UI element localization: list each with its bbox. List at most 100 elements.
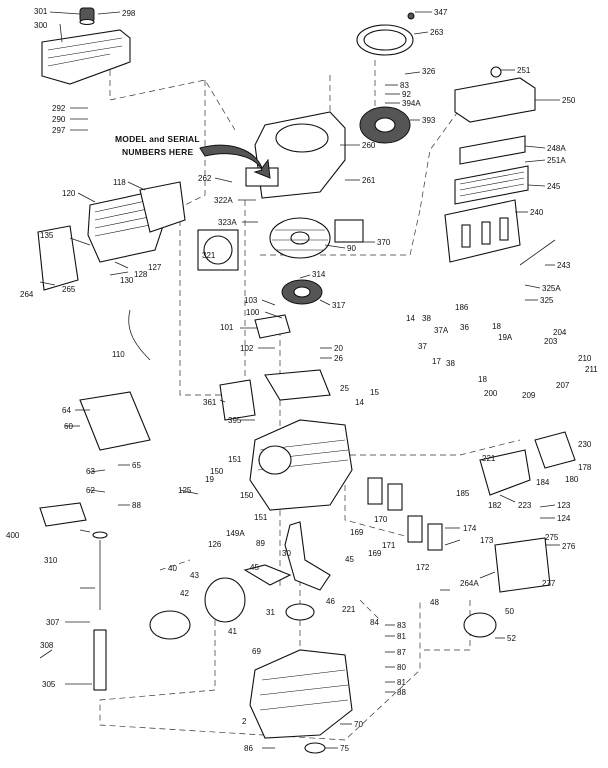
- part-label-277: 277: [542, 579, 556, 588]
- part-label-19: 19: [205, 475, 214, 484]
- part-label-14a: 14: [406, 314, 415, 323]
- part-label-151a: 151: [228, 455, 242, 464]
- base-rib-1: [461, 224, 471, 248]
- part-label-323a: 323A: [218, 218, 237, 227]
- part-label-184: 184: [536, 478, 550, 487]
- part-label-203: 203: [544, 337, 558, 346]
- part-label-45b: 45: [250, 563, 259, 572]
- part-label-83b: 83: [397, 621, 406, 630]
- part-label-207: 207: [556, 381, 570, 390]
- part-label-18b: 18: [478, 375, 487, 384]
- part-label-110: 110: [112, 350, 125, 359]
- gasket-172: [427, 523, 443, 551]
- bracket-135: [37, 225, 79, 291]
- part-label-301: 301: [34, 7, 48, 16]
- part-label-210: 210: [578, 354, 592, 363]
- part-label-127: 127: [148, 263, 162, 272]
- dipstick-cap: [92, 531, 108, 539]
- part-label-178: 178: [578, 463, 592, 472]
- part-label-209: 209: [522, 391, 536, 400]
- part-label-230: 230: [578, 440, 592, 449]
- part-label-150a: 150: [210, 467, 224, 476]
- pre-filter-248a: [459, 135, 526, 165]
- part-label-92: 92: [402, 90, 411, 99]
- part-label-149a: 149A: [226, 529, 245, 538]
- part-label-172: 172: [416, 563, 430, 572]
- part-label-100: 100: [246, 308, 260, 317]
- part-label-20: 20: [334, 344, 343, 353]
- governor-gear-50: [463, 612, 497, 638]
- screen-hub: [374, 117, 396, 133]
- part-label-151b: 151: [254, 513, 268, 522]
- part-label-135: 135: [40, 231, 54, 240]
- part-label-130: 130: [120, 276, 134, 285]
- part-label-297: 297: [52, 126, 66, 135]
- callout-line-1: MODEL and SERIAL: [115, 134, 200, 144]
- fill-tube-305: [93, 629, 107, 691]
- part-label-182: 182: [488, 501, 502, 510]
- part-label-245: 245: [547, 182, 561, 191]
- part-label-150b: 150: [240, 491, 254, 500]
- part-label-83a: 83: [400, 81, 409, 90]
- part-label-125: 125: [178, 486, 192, 495]
- part-label-300: 300: [34, 21, 48, 30]
- part-label-62: 62: [86, 486, 95, 495]
- cylinder-head-120: [87, 181, 186, 263]
- part-label-276: 276: [562, 542, 576, 551]
- part-label-48: 48: [430, 598, 439, 607]
- part-label-126: 126: [208, 540, 222, 549]
- gasket-170: [387, 483, 403, 511]
- piston-rings-41: [149, 610, 191, 640]
- part-label-321: 321: [202, 251, 216, 260]
- part-label-169a: 169: [350, 528, 364, 537]
- part-label-101: 101: [220, 323, 234, 332]
- part-label-223: 223: [518, 501, 532, 510]
- part-label-17: 17: [432, 357, 441, 366]
- part-label-248a: 248A: [547, 144, 566, 153]
- part-label-103: 103: [244, 296, 258, 305]
- part-label-171: 171: [382, 541, 396, 550]
- part-label-347: 347: [434, 8, 448, 17]
- part-label-185: 185: [456, 489, 470, 498]
- part-label-314: 314: [312, 270, 326, 279]
- gasket-169b: [407, 515, 423, 543]
- air-cleaner-cover: [454, 77, 536, 123]
- muffler-275: [494, 537, 551, 593]
- throttle-230: [534, 431, 576, 469]
- part-label-400: 400: [6, 531, 20, 540]
- part-label-170: 170: [374, 515, 388, 524]
- part-label-211: 211: [585, 365, 598, 374]
- part-label-87: 87: [397, 648, 406, 657]
- part-label-200: 200: [484, 389, 498, 398]
- governor-lever-100: [254, 314, 291, 339]
- breather-361: [219, 379, 256, 421]
- part-label-38a: 38: [422, 314, 431, 323]
- part-label-290: 290: [52, 115, 66, 124]
- part-label-43: 43: [190, 571, 199, 580]
- part-label-90: 90: [347, 244, 356, 253]
- part-label-180: 180: [565, 475, 579, 484]
- flywheel-hub: [290, 231, 310, 245]
- part-label-262: 262: [198, 174, 212, 183]
- part-label-37a: 37A: [434, 326, 449, 335]
- part-label-118: 118: [113, 178, 126, 187]
- part-label-128: 128: [134, 270, 148, 279]
- part-label-36: 36: [460, 323, 469, 332]
- part-label-50: 50: [505, 607, 514, 616]
- detail-321-circle: [203, 235, 233, 265]
- part-label-260: 260: [362, 141, 376, 150]
- part-label-40: 40: [168, 564, 177, 573]
- part-label-2: 2: [242, 717, 247, 726]
- part-label-14b: 14: [355, 398, 364, 407]
- part-label-251: 251: [517, 66, 531, 75]
- part-label-292: 292: [52, 104, 66, 113]
- part-label-37: 37: [418, 342, 427, 351]
- part-label-31: 31: [266, 608, 275, 617]
- blower-housing-top: [41, 7, 131, 85]
- part-label-307: 307: [46, 618, 60, 627]
- part-label-263: 263: [430, 28, 444, 37]
- connecting-rod-45: [243, 564, 292, 586]
- part-label-75: 75: [340, 744, 349, 753]
- part-label-84: 84: [370, 618, 379, 627]
